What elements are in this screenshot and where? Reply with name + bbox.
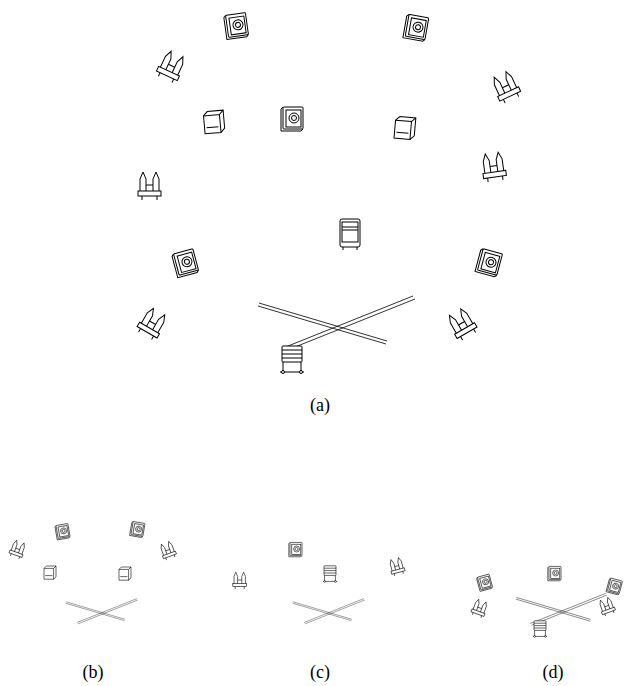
- panel-label: (d): [543, 662, 564, 683]
- panel-label: (a): [310, 395, 330, 416]
- panel-label: (c): [310, 662, 330, 683]
- panel-label: (b): [83, 662, 104, 683]
